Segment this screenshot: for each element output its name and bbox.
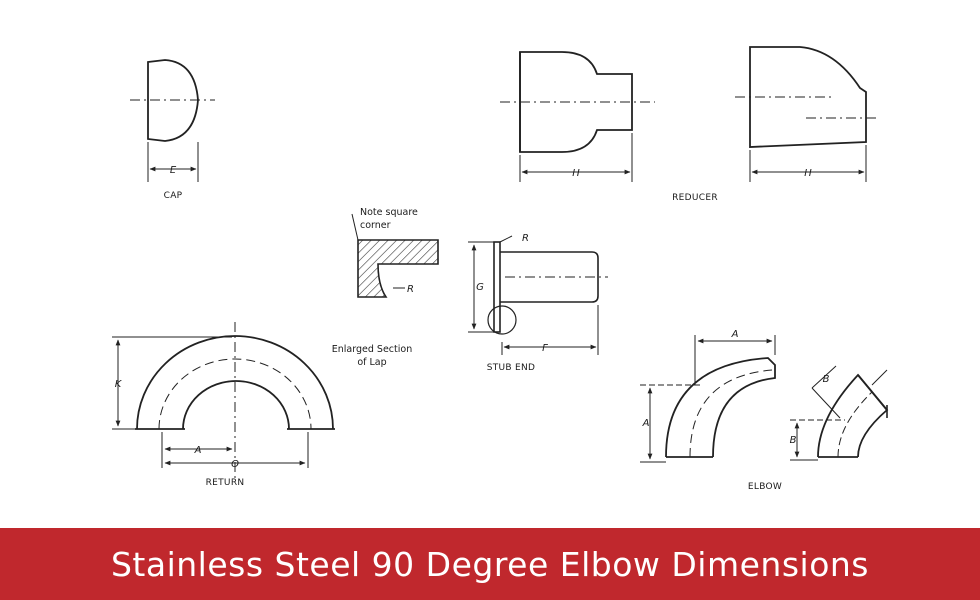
dim-o-label: O (231, 459, 239, 470)
note-square-corner-label: Note square (360, 207, 418, 218)
dim-r-stub-label: R (522, 233, 529, 244)
dim-r-lap-label: R (407, 284, 414, 295)
banner-title: Stainless Steel 90 Degree Elbow Dimensio… (110, 544, 869, 584)
dim-a-return-label: A (194, 445, 202, 456)
dim-k-label: K (115, 379, 123, 390)
title-banner: Stainless Steel 90 Degree Elbow Dimensio… (0, 528, 980, 600)
dim-b-side-label: B (790, 435, 797, 446)
reducer-eccentric-drawing (735, 46, 880, 182)
stub-end-drawing (468, 235, 608, 355)
cap-label: CAP (164, 191, 183, 201)
dim-a-elbow-top-label: A (731, 329, 739, 340)
note-corner-label: corner (360, 220, 391, 231)
of-lap-label: of Lap (357, 357, 386, 368)
elbow-label: ELBOW (748, 482, 782, 492)
dim-e-label: E (170, 165, 177, 176)
dim-g-label: G (476, 282, 484, 293)
return-drawing (112, 322, 335, 478)
pipe-fittings-drawing: CAP REDUCER STUB END RETURN ELBOW Note s… (112, 46, 889, 492)
dim-h-eccentric-label: H (804, 168, 812, 179)
stub-end-label: STUB END (487, 363, 536, 373)
dim-f-label: F (542, 343, 548, 354)
enlarged-section-label: Enlarged Section (332, 344, 412, 355)
dim-a-elbow-side-label: A (642, 418, 650, 429)
dim-b-top-label: B (823, 374, 830, 385)
reducer-label: REDUCER (672, 193, 718, 203)
reducer-concentric-drawing (500, 51, 655, 182)
elbow-45-drawing (790, 365, 889, 461)
lap-section-drawing (351, 213, 439, 298)
return-label: RETURN (206, 478, 245, 488)
elbow-90-drawing (640, 335, 776, 463)
dim-h-concentric-label: H (572, 168, 580, 179)
cap-drawing (130, 59, 215, 182)
